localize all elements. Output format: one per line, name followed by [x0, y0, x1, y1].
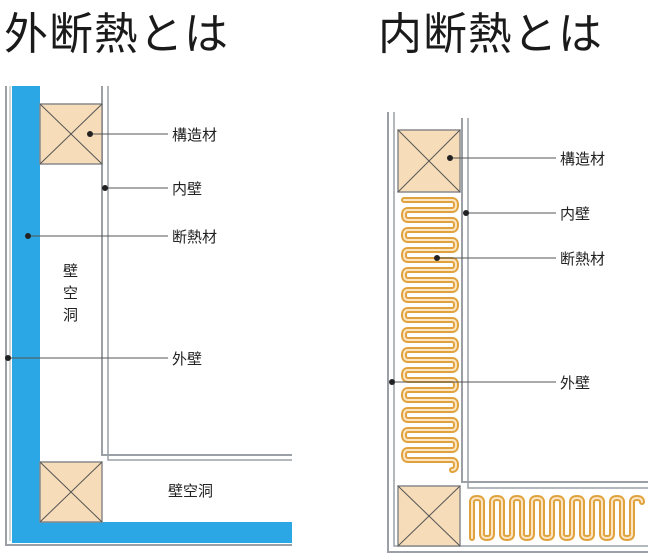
- left-dot-insulation: [25, 233, 31, 239]
- right-insulation-horizontal-core: [471, 497, 643, 539]
- right-timber-top: [397, 129, 461, 193]
- left-dot-structure: [87, 131, 93, 137]
- left-title: 外断熱とは: [4, 9, 229, 60]
- right-dot-insulation: [434, 255, 440, 261]
- right-outer-skin-edge: [393, 112, 648, 547]
- right-insulation-vertical-core: [403, 199, 457, 471]
- left-label-outer-wall: 外壁: [172, 350, 202, 368]
- left-dot-outer-wall: [5, 355, 11, 361]
- right-label-insulation: 断熱材: [560, 250, 605, 268]
- left-timber-bottom: [39, 461, 103, 523]
- right-label-outer-wall: 外壁: [560, 374, 590, 392]
- right-dot-outer-wall: [389, 379, 395, 385]
- left-leaders: [8, 133, 168, 359]
- left-diagram: 構造材 内壁 断熱材 外壁 壁 空 洞 壁空洞: [5, 86, 292, 546]
- right-label-structure: 構造材: [560, 150, 605, 168]
- right-dot-structure: [447, 155, 453, 161]
- right-title: 内断熱とは: [378, 9, 603, 60]
- left-inner-wall-edge: [107, 86, 292, 461]
- right-insulation-horizontal: [469, 495, 645, 541]
- right-dot-inner-wall: [463, 210, 469, 216]
- left-cavity-char-2: 空: [63, 284, 78, 302]
- right-inner-wall-edge: [467, 118, 648, 489]
- right-timber-bottom: [397, 485, 461, 547]
- left-outer-skin: [5, 86, 292, 546]
- left-dot-inner-wall: [102, 185, 108, 191]
- left-cavity-char-1: 壁: [63, 262, 78, 280]
- left-inner-wall: [101, 86, 292, 456]
- left-label-structure: 構造材: [172, 126, 217, 144]
- right-diagram: 構造材 内壁 断熱材 外壁: [387, 112, 648, 553]
- right-inner-wall: [461, 118, 648, 483]
- left-cavity-char-3: 洞: [63, 306, 78, 324]
- right-outer-skin: [387, 112, 648, 553]
- left-label-inner-wall: 内壁: [172, 180, 202, 198]
- right-leaders: [392, 157, 556, 383]
- left-label-cavity-bottom: 壁空洞: [168, 482, 213, 500]
- right-label-inner-wall: 内壁: [560, 205, 590, 223]
- left-label-insulation: 断熱材: [172, 228, 217, 246]
